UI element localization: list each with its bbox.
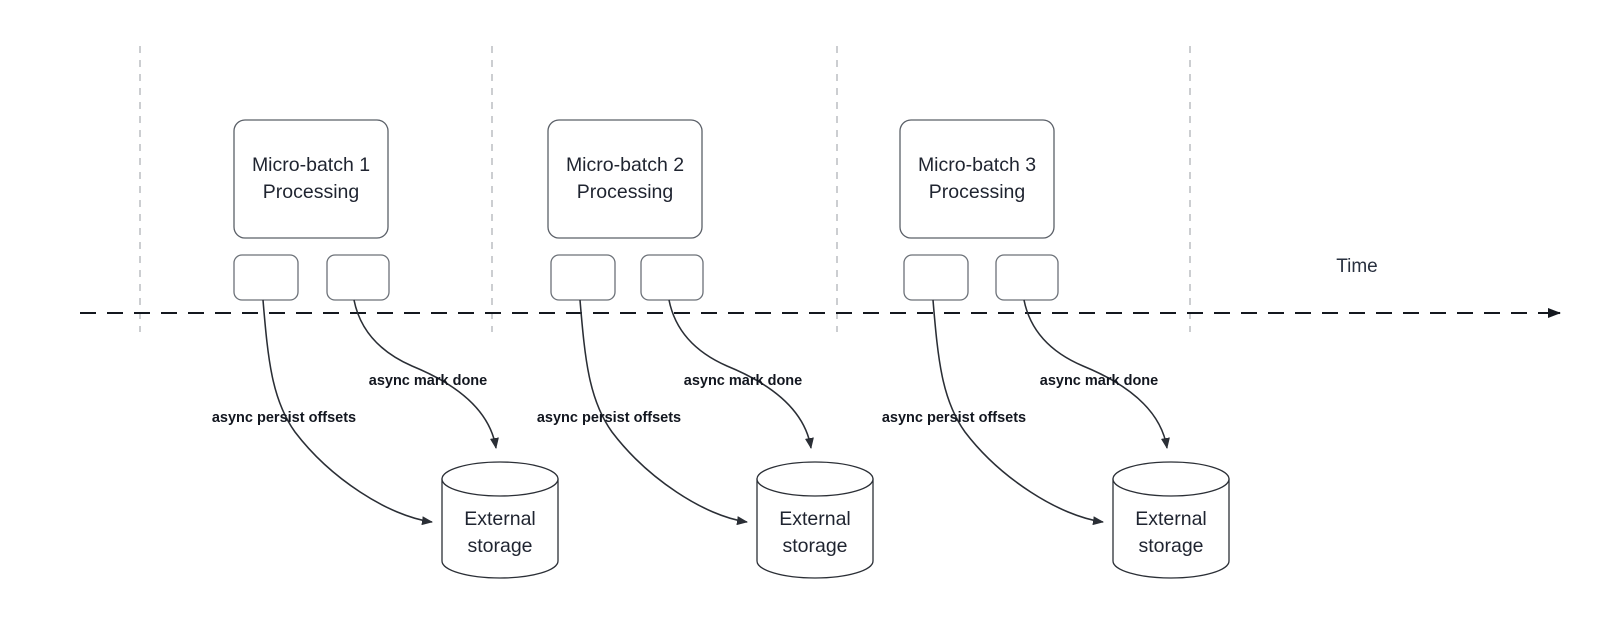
time-axis-group: Time [80, 256, 1561, 318]
mark-done-curve-3 [1023, 299, 1170, 449]
mark-done-curve-2 [668, 299, 814, 449]
mark-done-label-3: async mark done [1040, 373, 1158, 389]
microbatch-2-box[interactable] [547, 119, 703, 239]
mark-done-marker-2[interactable] [640, 254, 704, 301]
external-storage-label-line1-1: External [464, 508, 536, 530]
external-storage-cylinder-top-3 [1112, 461, 1230, 497]
tick-lines-group [139, 46, 1191, 332]
persist-offsets-curve-3 [932, 299, 1104, 526]
microbatch-3-label-line1: Micro-batch 3 [918, 154, 1036, 176]
external-storage-cylinder-top-1 [441, 461, 559, 497]
mark-done-curve-1 [353, 299, 499, 449]
external-storage-label-line1-3: External [1135, 508, 1207, 530]
persist-offsets-marker-3[interactable] [903, 254, 969, 301]
microbatch-2-label-line2: Processing [577, 181, 673, 203]
time-axis-label: Time [1336, 256, 1378, 277]
persist-offsets-curve-2 [579, 299, 748, 526]
persist-offsets-marker-1[interactable] [233, 254, 299, 301]
mark-done-label-1: async mark done [369, 373, 487, 389]
mark-done-label-2: async mark done [684, 373, 802, 389]
persist-offsets-curve-1 [262, 299, 433, 526]
mark-done-marker-3[interactable] [995, 254, 1059, 301]
external-storage-cylinder-1[interactable] [441, 478, 559, 579]
microbatch-1-label-line1: Micro-batch 1 [252, 154, 370, 176]
microbatch-3-box[interactable] [899, 119, 1055, 239]
microbatch-group-1: Micro-batch 1 Processing async persist o… [212, 119, 559, 579]
external-storage-cylinder-3[interactable] [1112, 478, 1230, 579]
external-storage-label-line1-2: External [779, 508, 851, 530]
microbatch-group-2: Micro-batch 2 Processing async persist o… [537, 119, 874, 579]
persist-offsets-label-1: async persist offsets [212, 410, 356, 426]
microbatch-1-label-line2: Processing [263, 181, 359, 203]
external-storage-label-line2-3: storage [1138, 535, 1203, 557]
microbatch-1-box[interactable] [233, 119, 389, 239]
external-storage-label-line2-1: storage [467, 535, 532, 557]
microbatch-2-label-line1: Micro-batch 2 [566, 154, 684, 176]
persist-offsets-label-2: async persist offsets [537, 410, 681, 426]
microbatch-3-label-line2: Processing [929, 181, 1025, 203]
mark-done-marker-1[interactable] [326, 254, 390, 301]
external-storage-cylinder-2[interactable] [756, 478, 874, 579]
external-storage-label-line2-2: storage [782, 535, 847, 557]
persist-offsets-label-3: async persist offsets [882, 410, 1026, 426]
microbatch-group-3: Micro-batch 3 Processing async persist o… [882, 119, 1230, 579]
external-storage-cylinder-top-2 [756, 461, 874, 497]
persist-offsets-marker-2[interactable] [550, 254, 616, 301]
